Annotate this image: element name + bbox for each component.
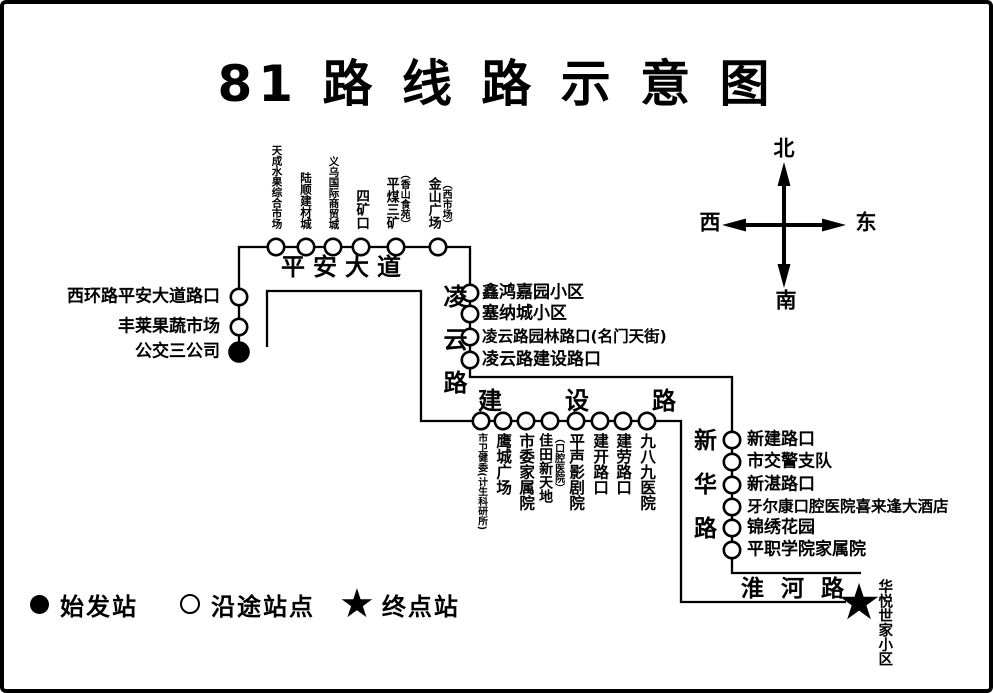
- legend-start-label: 始发站: [60, 592, 138, 621]
- station-marker: [386, 237, 406, 257]
- station-marker: [637, 411, 657, 431]
- station-marker: [722, 475, 742, 495]
- station-marker: [460, 304, 480, 324]
- station-marker: [296, 237, 316, 257]
- station-marker: [722, 518, 742, 538]
- compass-south-label: 南: [775, 288, 797, 313]
- compass-north-label: 北: [773, 136, 795, 161]
- start-station-marker: [228, 341, 250, 363]
- legend-enroute-label: 沿途站点: [211, 592, 315, 621]
- route-line-return: [265, 289, 846, 604]
- station-marker: [471, 411, 491, 431]
- legend-item-terminal: ★ 终点站: [339, 584, 460, 624]
- legend-terminal-label: 终点站: [381, 592, 460, 621]
- station-marker: [229, 287, 249, 307]
- terminal-station-icon: ★: [339, 581, 375, 627]
- station-marker: [590, 411, 610, 431]
- station-marker: [613, 411, 633, 431]
- start-station-icon: [30, 594, 49, 614]
- station-marker: [229, 317, 249, 337]
- station-marker: [566, 411, 586, 431]
- station-marker: [460, 327, 480, 347]
- station-marker: [266, 237, 286, 257]
- compass-east-label: 东: [855, 210, 877, 235]
- station-marker: [722, 497, 742, 517]
- station-marker: [493, 411, 513, 431]
- station-marker: [323, 237, 343, 257]
- station-marker: [351, 237, 371, 257]
- route-map-canvas: [228, 237, 861, 604]
- compass-arrows-icon: [722, 162, 846, 288]
- compass-west-label: 西: [699, 210, 721, 235]
- compass: 北 南 西 东: [694, 129, 894, 319]
- station-marker: [722, 452, 742, 472]
- legend-item-enroute: 沿途站点: [180, 587, 315, 622]
- station-marker: [722, 540, 742, 560]
- page-title: 81 路 线 路 示 意 图: [217, 55, 776, 113]
- legend: 始发站 沿途站点 ★ 终点站: [30, 584, 460, 624]
- route-line-outbound: [237, 245, 861, 575]
- station-marker: [460, 350, 480, 370]
- station-marker: [516, 411, 536, 431]
- station-marker: [460, 283, 480, 303]
- station-marker: [540, 411, 560, 431]
- station-marker: [428, 237, 448, 257]
- legend-item-start: 始发站: [30, 587, 138, 622]
- enroute-station-icon: [180, 594, 200, 614]
- station-marker: [722, 430, 742, 450]
